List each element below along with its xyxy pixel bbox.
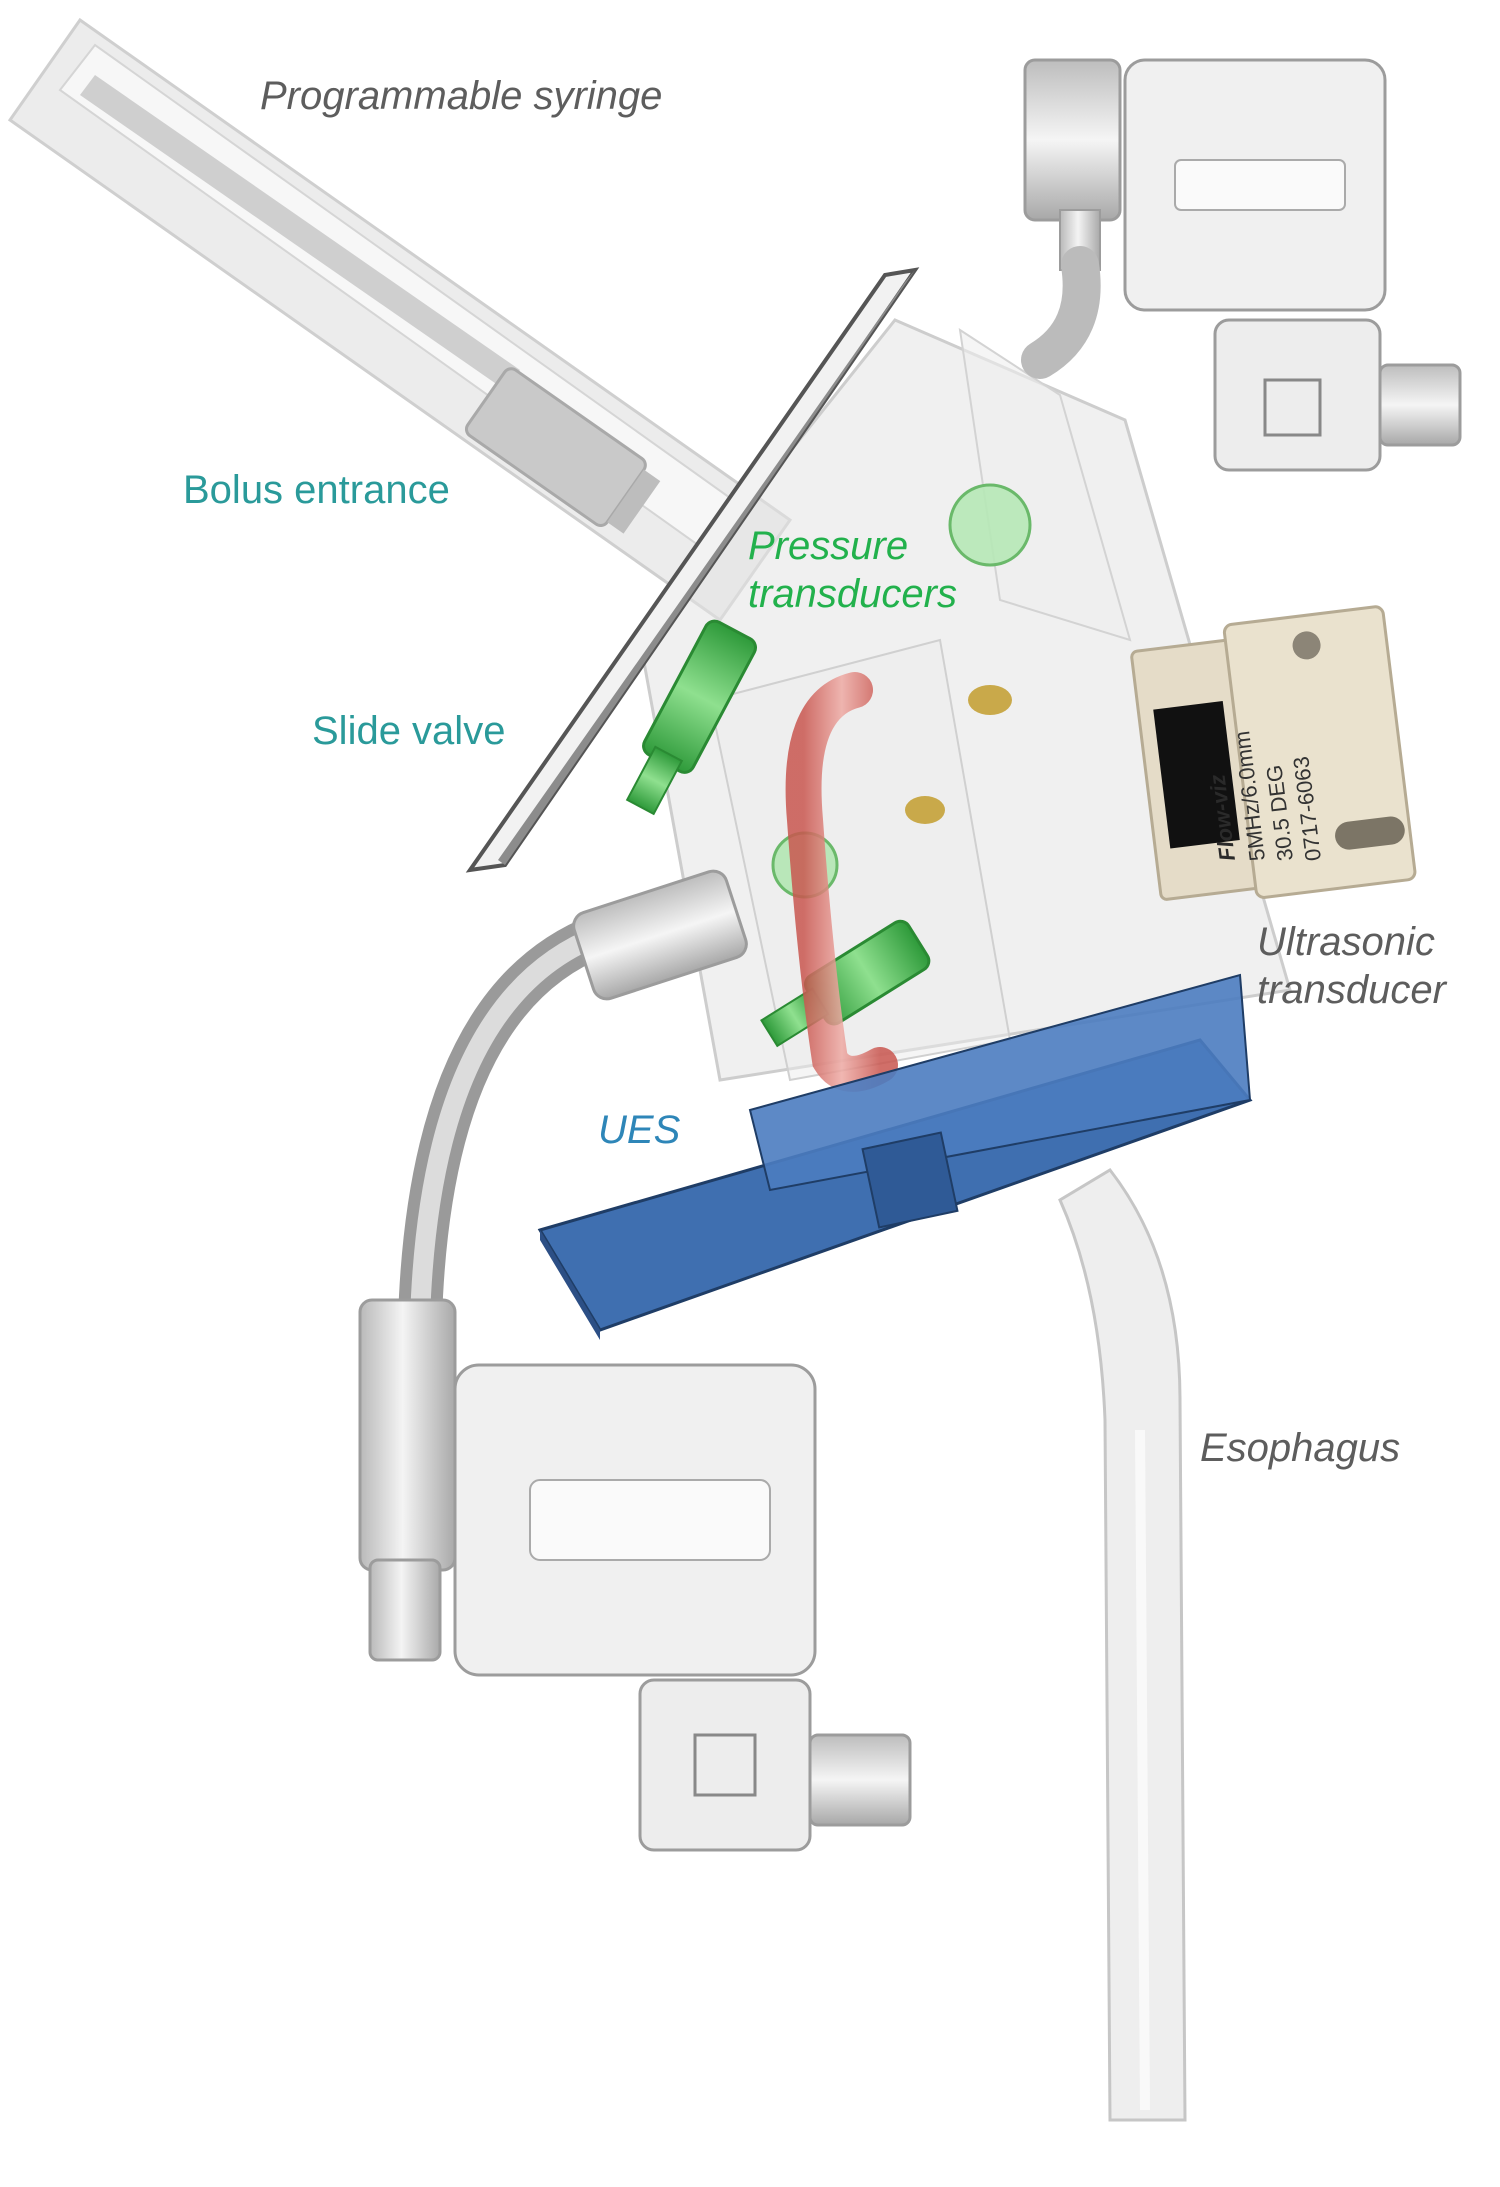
brass-fitting-upper [968,685,1012,715]
ues-plate [537,973,1253,1340]
syringe [7,17,793,623]
label-pressure-transducers-line-1: Pressure [748,524,909,568]
brass-fitting-lower [905,796,945,824]
red-tube [785,672,898,1092]
label-ues: UES [598,1108,681,1152]
label-bolus-entrance: Bolus entrance [183,468,450,512]
label-esophagus: Esophagus [1200,1426,1401,1470]
label-ultrasonic-transducer: Ultrasonic transducer [1257,918,1446,1014]
esophagus-tube [1058,1168,1187,2122]
pressure-transducer-slide [625,619,757,816]
probe-text: 5MHz/6.0mm 30.5 DEG 0717-6063 Flow-viz [1205,730,1326,863]
label-programmable-syringe: Programmable syringe [260,74,663,118]
upper-solenoid-valve [1021,58,1462,472]
label-pressure-transducers-line-2: transducers [748,572,957,616]
slide-valve-plate [465,267,920,873]
label-ultrasonic-transducer-line-2: transducer [1257,968,1446,1012]
pressure-transducer-top [948,483,1032,567]
lower-solenoid-valve [358,1298,912,1852]
ultrasonic-probe [1130,605,1417,901]
label-pressure-transducers: Pressure transducers [748,522,957,618]
bent-pipe [398,869,748,1342]
label-ultrasonic-transducer-line-1: Ultrasonic [1257,920,1435,964]
label-slide-valve: Slide valve [312,709,506,753]
